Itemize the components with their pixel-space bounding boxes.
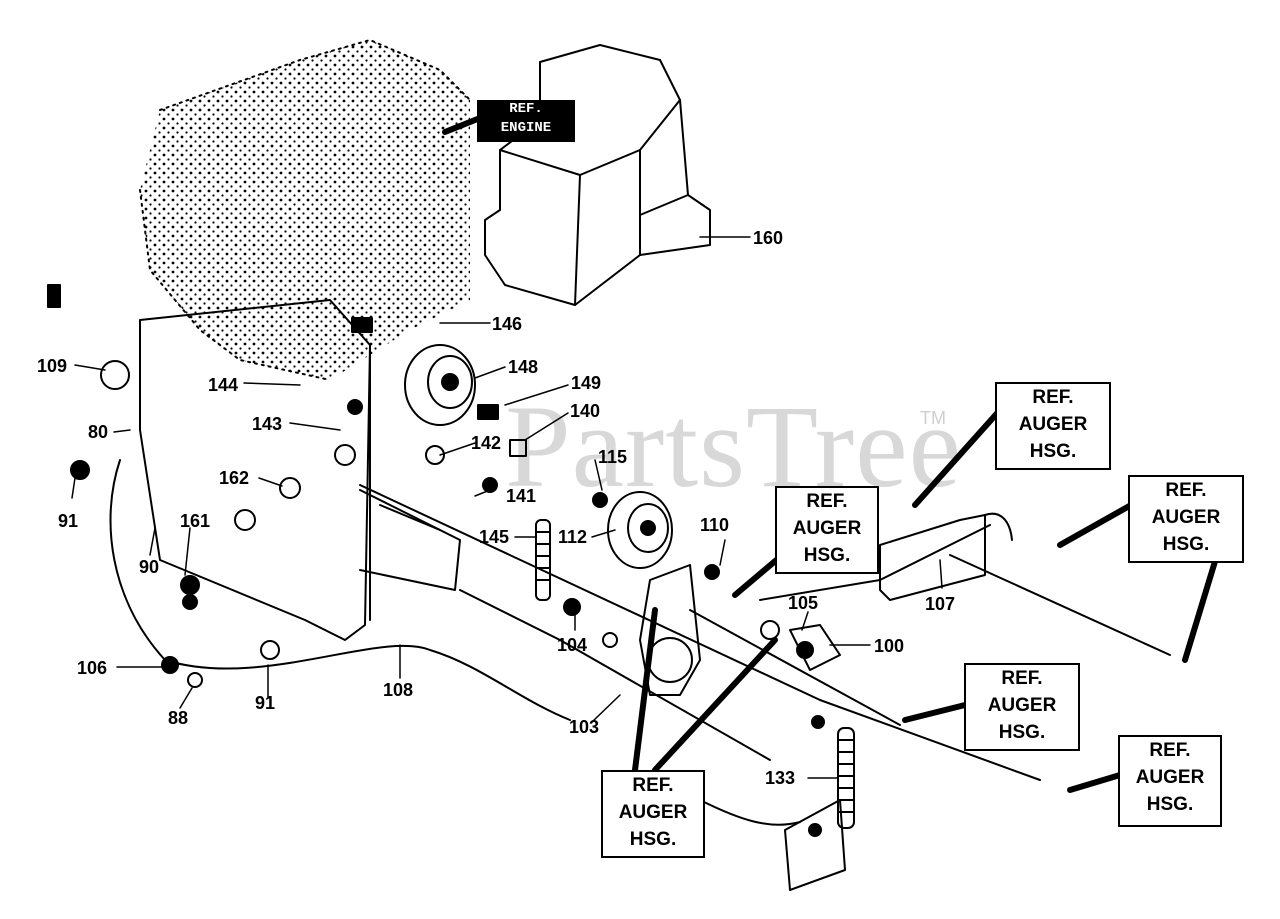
callout-161: 161 xyxy=(180,511,211,531)
ref-auger-hsg-box: REF. AUGER HSG. xyxy=(1118,735,1222,827)
callout-80: 80 xyxy=(88,422,109,442)
callout-100: 100 xyxy=(874,636,905,656)
hardware-bits xyxy=(47,284,825,837)
engine-pulley-part xyxy=(404,344,476,426)
callout-162: 162 xyxy=(219,468,250,488)
ref-box-line2: AUGER xyxy=(1018,414,1088,435)
ref-engine-tag-line1: REF. xyxy=(509,101,543,117)
idler-pulley-part xyxy=(607,491,673,569)
callout-146: 146 xyxy=(492,314,523,334)
ref-box-line3: HSG. xyxy=(1162,534,1210,555)
ref-box-line1: REF. xyxy=(632,775,674,796)
ref-auger-hsg-box: REF. AUGER HSG. xyxy=(964,663,1080,751)
callout-103: 103 xyxy=(569,717,600,737)
bracket-107 xyxy=(879,512,1013,601)
ref-box-line3: HSG. xyxy=(629,829,677,850)
ref-auger-hsg-box: REF. AUGER HSG. xyxy=(775,486,879,574)
cable-lower-segment xyxy=(699,799,801,826)
ref-auger-hsg-box: REF. AUGER HSG. xyxy=(995,382,1111,470)
watermark: PartsTree xyxy=(505,381,962,512)
callout-104: 104 xyxy=(557,635,588,655)
ref-box-line3: HSG. xyxy=(803,545,851,566)
callout-115: 115 xyxy=(598,447,628,467)
callout-108: 108 xyxy=(383,680,414,700)
callout-140: 140 xyxy=(570,401,601,421)
ref-box-line1: REF. xyxy=(806,491,848,512)
callout-144: 144 xyxy=(208,375,239,395)
callout-106: 106 xyxy=(77,658,108,678)
ref-box-line2: AUGER xyxy=(618,802,688,823)
callout-91: 91 xyxy=(255,693,276,713)
callout-110: 110 xyxy=(700,515,730,535)
frame-plate-part xyxy=(139,299,461,641)
ref-box-line2: AUGER xyxy=(987,695,1057,716)
callout-145: 145 xyxy=(479,527,510,547)
lower-bracket xyxy=(784,799,846,891)
ref-box-line2: AUGER xyxy=(792,518,862,539)
ref-box-line1: REF. xyxy=(1001,668,1043,689)
callout-91: 91 xyxy=(58,511,79,531)
ref-engine-tag-line2: ENGINE xyxy=(500,120,552,136)
spring-145 xyxy=(535,519,551,601)
callout-105: 105 xyxy=(788,593,819,613)
ref-box-line2: AUGER xyxy=(1135,767,1205,788)
ref-box-line1: REF. xyxy=(1165,480,1207,501)
ref-auger-hsg-box: REF. AUGER HSG. xyxy=(1128,475,1244,563)
ref-engine-tag: REF. ENGINE xyxy=(477,100,575,142)
callout-149: 149 xyxy=(571,373,602,393)
engine-outline xyxy=(139,39,471,381)
callout-142: 142 xyxy=(471,433,502,453)
ref-box-line1: REF. xyxy=(1032,387,1074,408)
ref-box-line1: REF. xyxy=(1149,740,1191,761)
belt-cover-part xyxy=(484,44,711,306)
callout-143: 143 xyxy=(252,414,283,434)
callout-109: 109 xyxy=(37,356,68,376)
callout-148: 148 xyxy=(508,357,539,377)
leader-lines xyxy=(71,236,943,779)
callout-88: 88 xyxy=(168,708,189,728)
ref-box-line2: AUGER xyxy=(1151,507,1221,528)
ref-pointers xyxy=(442,115,1223,793)
callout-107: 107 xyxy=(925,594,956,614)
callout-112: 112 xyxy=(558,527,588,547)
callout-90: 90 xyxy=(139,557,160,577)
control-cable-part xyxy=(109,459,571,721)
callout-133: 133 xyxy=(765,768,796,788)
callout-141: 141 xyxy=(506,486,537,506)
ref-box-line3: HSG. xyxy=(998,722,1046,743)
ref-auger-hsg-box: REF. AUGER HSG. xyxy=(601,770,705,858)
ref-box-line3: HSG. xyxy=(1029,441,1077,462)
ref-box-line3: HSG. xyxy=(1146,794,1194,815)
callout-160: 160 xyxy=(753,228,784,248)
trademark-mark: TM xyxy=(920,408,946,428)
